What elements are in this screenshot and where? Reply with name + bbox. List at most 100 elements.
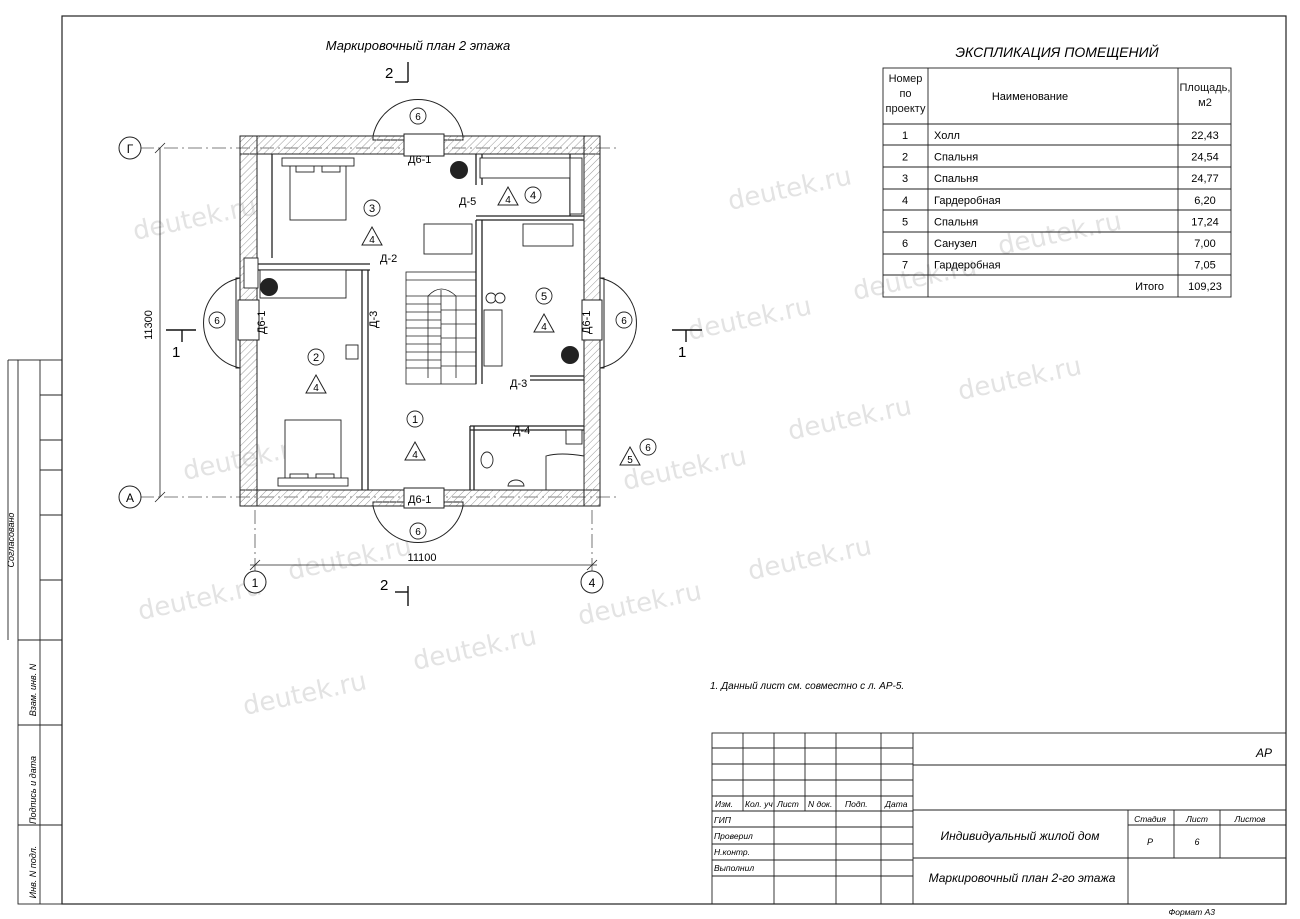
- svg-text:deutek.ru: deutek.ru: [620, 441, 749, 496]
- svg-text:deutek.ru: deutek.ru: [785, 391, 914, 446]
- stamp-replace-inv: Взам. инв. N: [28, 663, 38, 716]
- table-cell-area: 24,77: [1191, 173, 1219, 185]
- svg-text:deutek.ru: deutek.ru: [240, 666, 369, 721]
- staircase: [405, 271, 477, 385]
- table-cell-area: 24,54: [1191, 152, 1219, 164]
- table-cell-area: 7,05: [1194, 260, 1215, 272]
- legend-triangle-label: 5: [627, 455, 633, 466]
- window-mark-right: 6: [621, 316, 627, 327]
- role-normcontrol: Н.контр.: [714, 847, 750, 857]
- dimension-lines: [154, 142, 598, 571]
- plan-title: Маркировочный план 2 этажа: [326, 38, 511, 53]
- finish-3: 4: [369, 235, 375, 246]
- stamp-agreed: Согласовано: [6, 513, 16, 568]
- door-d3-right: Д-3: [510, 378, 527, 390]
- table-title: ЭКСПЛИКАЦИЯ ПОМЕЩЕНИЙ: [955, 43, 1159, 60]
- axis-label-a: А: [126, 491, 134, 505]
- axis-bubbles: [118, 136, 604, 594]
- svg-text:deutek.ru: deutek.ru: [285, 531, 414, 586]
- window-mark-bottom: 6: [415, 527, 421, 538]
- room-number-5: 5: [541, 291, 547, 303]
- table-cell-name: Санузел: [934, 238, 977, 250]
- stage-value: Р: [1147, 837, 1153, 847]
- plants: [260, 161, 579, 364]
- table-cell-area: 6,20: [1194, 195, 1215, 207]
- axis-label-4: 4: [589, 576, 596, 590]
- table-cell-name: Гардеробная: [934, 260, 1001, 272]
- table-cell-area: 7,00: [1194, 238, 1215, 250]
- section-1-right: 1: [678, 344, 686, 361]
- door-d61-right: Д6-1: [581, 311, 593, 334]
- finish-5: 4: [541, 322, 547, 333]
- sheet-label: Лист: [1185, 814, 1208, 824]
- paper-format: Формат А3: [1168, 907, 1215, 917]
- finish-4: 4: [505, 195, 511, 206]
- header-name: Наименование: [992, 91, 1068, 103]
- room-number-3: 3: [369, 203, 375, 215]
- sheets-label: Листов: [1234, 814, 1267, 824]
- door-d2: Д-2: [380, 253, 397, 265]
- role-executed: Выполнил: [714, 863, 754, 873]
- axis-label-g: Г: [127, 142, 134, 156]
- col-kol: Кол. уч: [745, 799, 773, 809]
- total-label: Итого: [1135, 281, 1164, 293]
- section-1-left: 1: [172, 344, 180, 361]
- section-marks: [166, 62, 702, 606]
- table-cell-num: 2: [902, 152, 908, 164]
- door-d61-bottom: Д6-1: [408, 494, 431, 506]
- table-cell-name: Холл: [934, 130, 960, 142]
- side-stamp: [7, 359, 63, 905]
- finish-1: 4: [412, 450, 418, 461]
- door-d61-left: Д6-1: [256, 311, 268, 334]
- svg-text:deutek.ru: deutek.ru: [410, 621, 539, 676]
- svg-text:deutek.ru: deutek.ru: [685, 291, 814, 346]
- section-2-bottom: 2: [380, 577, 388, 594]
- sheet-note: 1. Данный лист см. совместно с л. АР-5.: [710, 681, 904, 692]
- interior-walls: [257, 154, 584, 490]
- svg-text:deutek.ru: deutek.ru: [725, 161, 854, 216]
- dimension-height: 11300: [143, 310, 155, 340]
- finish-2: 4: [313, 383, 319, 394]
- section-2-top: 2: [385, 65, 393, 82]
- header-area: Площадь, м2: [1179, 82, 1231, 109]
- table-cell-num: 5: [902, 216, 908, 228]
- svg-text:deutek.ru: deutek.ru: [955, 351, 1084, 406]
- table-cell-num: 4: [902, 195, 908, 207]
- dimension-width: 11100: [408, 552, 437, 564]
- col-list: Лист: [776, 799, 799, 809]
- header-num: Номер по проекту: [885, 73, 926, 115]
- door-d5: Д-5: [459, 196, 476, 208]
- table-cell-name: Спальня: [934, 173, 978, 185]
- room-number-4: 4: [530, 190, 536, 202]
- title-block-grid: [711, 732, 1287, 905]
- svg-text:deutek.ru: deutek.ru: [745, 531, 874, 586]
- room-number-2: 2: [313, 352, 319, 364]
- stamp-sign-date: Подпись и дата: [28, 756, 38, 824]
- svg-text:deutek.ru: deutek.ru: [995, 206, 1124, 261]
- total-value: 109,23: [1188, 281, 1222, 293]
- role-checked: Проверил: [714, 831, 753, 841]
- door-d3-left: Д-3: [368, 311, 380, 328]
- door-d61-top: Д6-1: [408, 154, 431, 166]
- window-mark-top: 6: [415, 112, 421, 123]
- stamp-inv-orig: Инв. N подл.: [28, 846, 38, 899]
- col-sign: Подп.: [845, 799, 868, 809]
- explication-table-grid: [882, 67, 1232, 298]
- room-markers: [208, 107, 657, 540]
- axis-label-1: 1: [252, 576, 259, 590]
- table-cell-area: 22,43: [1191, 130, 1219, 142]
- col-doc: N док.: [808, 799, 832, 809]
- role-gip: ГИП: [714, 815, 732, 825]
- sheet-value: 6: [1194, 837, 1199, 847]
- stage-label: Стадия: [1134, 814, 1166, 824]
- window-mark-left: 6: [214, 316, 220, 327]
- col-izm: Изм.: [715, 799, 733, 809]
- table-cell-name: Гардеробная: [934, 195, 1001, 207]
- project-name: Индивидуальный жилой дом: [941, 829, 1100, 843]
- table-cell-num: 6: [902, 238, 908, 250]
- room-number-1: 1: [412, 414, 418, 426]
- door-d4: Д-4: [513, 425, 530, 437]
- legend-circle-label: 6: [645, 443, 651, 454]
